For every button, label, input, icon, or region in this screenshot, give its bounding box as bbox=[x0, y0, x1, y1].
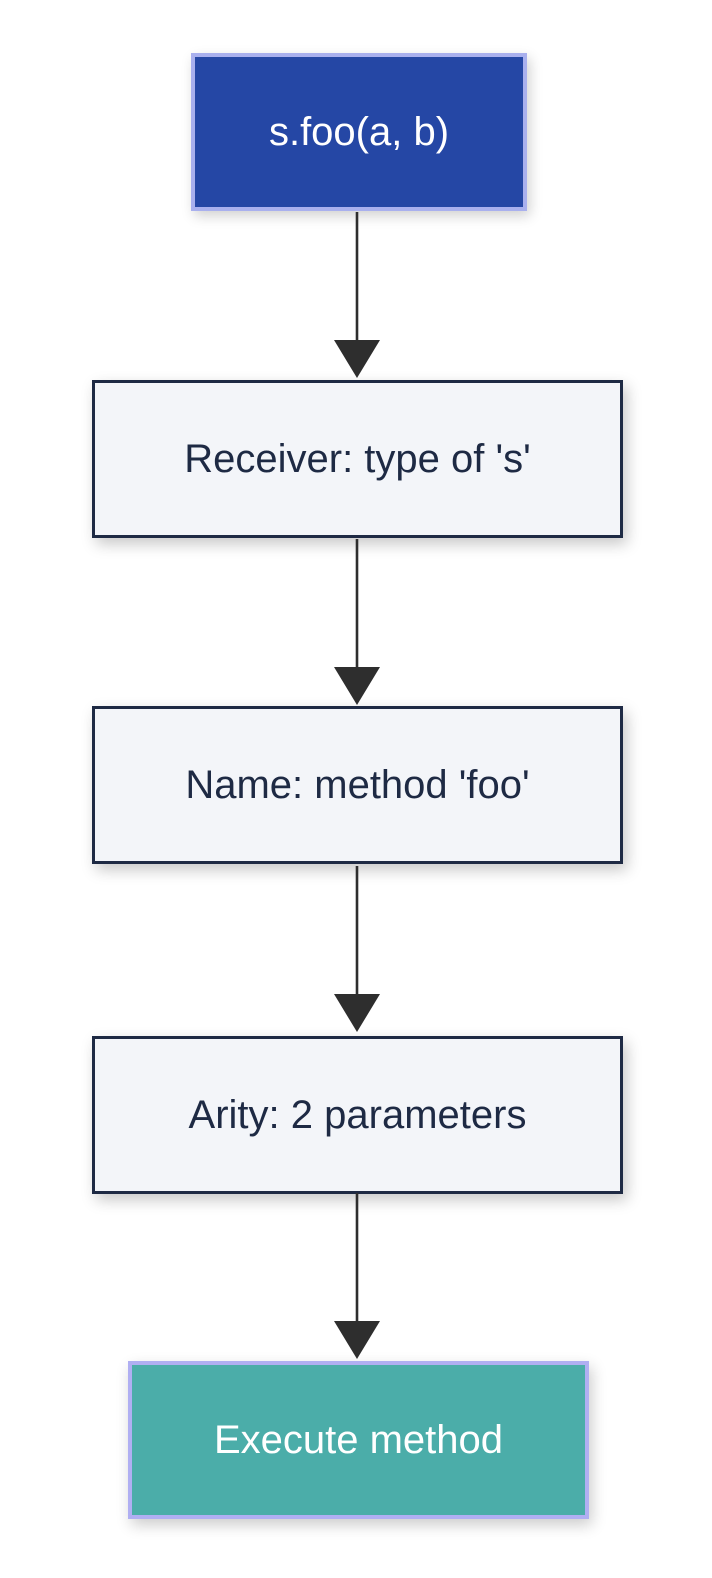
flow-arrow-call-to-receiver bbox=[334, 212, 380, 378]
flow-node-method-call: s.foo(a, b) bbox=[191, 53, 527, 211]
flow-arrow-receiver-to-name bbox=[334, 539, 380, 705]
flow-node-receiver: Receiver: type of 's' bbox=[92, 380, 623, 538]
flow-node-arity: Arity: 2 parameters bbox=[92, 1036, 623, 1194]
flow-node-execute-method: Execute method bbox=[128, 1361, 589, 1519]
flow-arrow-name-to-arity bbox=[334, 866, 380, 1032]
flow-arrow-arity-to-execute bbox=[334, 1193, 380, 1359]
flow-node-method-name: Name: method 'foo' bbox=[92, 706, 623, 864]
